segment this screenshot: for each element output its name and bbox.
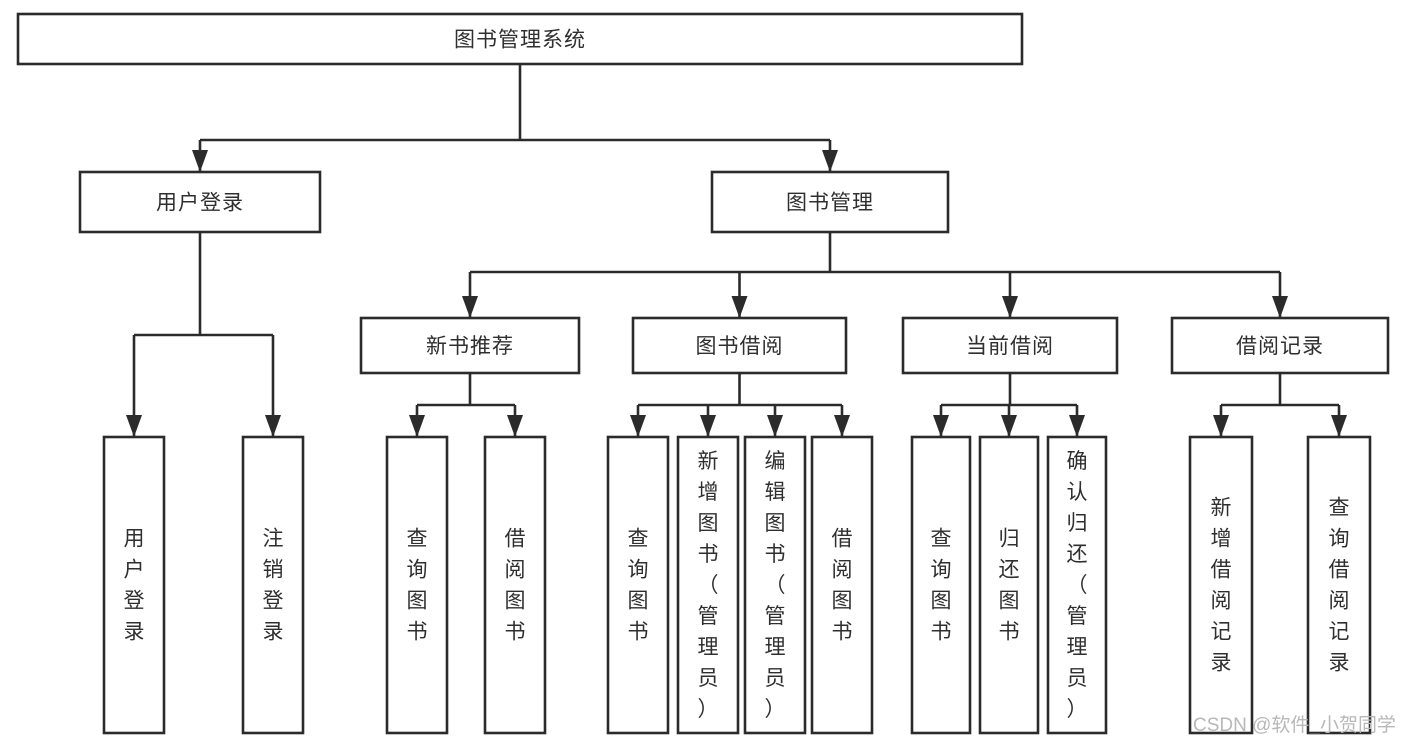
- arrow-head-icon: [731, 296, 748, 318]
- node-box-leaf-borrow-book[interactable]: [810, 435, 874, 735]
- arrow-head-icon: [409, 415, 425, 437]
- node-label-leaf-add-borrow-record: 新增借阅记录: [1211, 496, 1232, 674]
- arrow-head-icon: [933, 415, 949, 437]
- node-current-borrow[interactable]: 当前借阅: [901, 316, 1119, 375]
- node-leaf-return-book[interactable]: 归还图书: [978, 435, 1040, 735]
- node-box-borrow-records[interactable]: [1170, 316, 1390, 375]
- arrow-head-icon: [462, 296, 478, 318]
- node-box-leaf-add-book-admin[interactable]: [676, 435, 740, 735]
- node-user-login[interactable]: 用户登录: [78, 170, 322, 234]
- arrow-head-icon: [1331, 415, 1347, 437]
- node-leaf-query-book-current[interactable]: 查询图书: [910, 435, 972, 735]
- node-label-borrow-records: 借阅记录: [1236, 335, 1324, 358]
- arrow-head-icon: [822, 150, 838, 172]
- node-borrow-records[interactable]: 借阅记录: [1170, 316, 1390, 375]
- node-label-user-login: 用户登录: [156, 192, 244, 215]
- node-leaf-logout-login[interactable]: 注销登录: [241, 435, 305, 735]
- node-leaf-query-book-recommend[interactable]: 查询图书: [385, 435, 449, 735]
- node-root[interactable]: 图书管理系统: [16, 12, 1024, 66]
- node-book-borrow[interactable]: 图书借阅: [631, 316, 848, 375]
- arrow-head-icon: [700, 415, 716, 437]
- node-box-leaf-query-book-borrow[interactable]: [606, 435, 670, 735]
- arrow-head-icon: [834, 415, 850, 437]
- node-leaf-confirm-return-admin[interactable]: 确认归还（管理员）: [1046, 435, 1108, 735]
- node-label-current-borrow: 当前借阅: [966, 335, 1054, 358]
- node-box-leaf-logout-login[interactable]: [241, 435, 305, 735]
- node-leaf-user-login[interactable]: 用户登录: [102, 435, 166, 735]
- arrow-head-icon: [767, 415, 783, 437]
- arrow-head-icon: [1213, 415, 1229, 437]
- node-label-leaf-query-book-borrow: 查询图书: [628, 527, 649, 643]
- node-leaf-add-borrow-record[interactable]: 新增借阅记录: [1188, 435, 1254, 735]
- arrow-head-icon: [1272, 296, 1288, 318]
- node-box-leaf-query-book-current[interactable]: [910, 435, 972, 735]
- node-label-leaf-borrow-book: 借阅图书: [832, 527, 853, 643]
- node-box-leaf-borrow-book-recommend[interactable]: [483, 435, 547, 735]
- node-box-book-borrow[interactable]: [631, 316, 848, 375]
- node-label-book-management: 图书管理: [786, 192, 874, 215]
- arrow-head-icon: [265, 415, 281, 437]
- node-box-leaf-edit-book-admin[interactable]: [743, 435, 807, 735]
- arrow-head-icon: [1002, 296, 1018, 318]
- node-leaf-borrow-book-recommend[interactable]: 借阅图书: [483, 435, 547, 735]
- node-label-leaf-query-borrow-record: 查询借阅记录: [1329, 496, 1350, 674]
- node-leaf-edit-book-admin[interactable]: 编辑图书（管理员）: [743, 435, 807, 735]
- node-box-leaf-query-book-recommend[interactable]: [385, 435, 449, 735]
- node-label-leaf-add-book-admin: 新增图书（管理员）: [698, 450, 719, 721]
- arrow-head-icon: [192, 150, 208, 172]
- connector-layer: [126, 64, 1347, 437]
- node-label-leaf-user-login: 用户登录: [124, 527, 145, 643]
- node-new-book-recommend[interactable]: 新书推荐: [359, 316, 581, 375]
- node-label-book-borrow: 图书借阅: [696, 335, 784, 358]
- node-leaf-query-book-borrow[interactable]: 查询图书: [606, 435, 670, 735]
- node-layer: 图书管理系统用户登录图书管理新书推荐图书借阅当前借阅借阅记录用户登录注销登录查询…: [16, 12, 1390, 735]
- node-box-root[interactable]: [16, 12, 1024, 66]
- node-leaf-query-borrow-record[interactable]: 查询借阅记录: [1306, 435, 1372, 735]
- node-box-current-borrow[interactable]: [901, 316, 1119, 375]
- node-box-leaf-confirm-return-admin[interactable]: [1046, 435, 1108, 735]
- node-label-leaf-confirm-return-admin: 确认归还（管理员）: [1067, 450, 1088, 721]
- node-book-management[interactable]: 图书管理: [710, 170, 950, 234]
- node-label-leaf-return-book: 归还图书: [999, 527, 1020, 643]
- node-leaf-borrow-book[interactable]: 借阅图书: [810, 435, 874, 735]
- node-label-leaf-edit-book-admin: 编辑图书（管理员）: [765, 450, 786, 721]
- node-label-root: 图书管理系统: [454, 29, 586, 52]
- node-box-leaf-return-book[interactable]: [978, 435, 1040, 735]
- arrow-head-icon: [1069, 415, 1085, 437]
- node-box-user-login[interactable]: [78, 170, 322, 234]
- arrow-head-icon: [507, 415, 523, 437]
- node-label-leaf-query-book-current: 查询图书: [931, 527, 952, 643]
- node-leaf-add-book-admin[interactable]: 新增图书（管理员）: [676, 435, 740, 735]
- node-box-leaf-query-borrow-record[interactable]: [1306, 435, 1372, 735]
- node-box-book-management[interactable]: [710, 170, 950, 234]
- node-box-leaf-user-login[interactable]: [102, 435, 166, 735]
- node-label-leaf-logout-login: 注销登录: [263, 527, 284, 643]
- node-label-new-book-recommend: 新书推荐: [426, 335, 514, 358]
- node-label-leaf-query-book-recommend: 查询图书: [407, 527, 428, 643]
- arrow-head-icon: [630, 415, 646, 437]
- arrow-head-icon: [1001, 415, 1017, 437]
- node-label-leaf-borrow-book-recommend: 借阅图书: [505, 527, 526, 643]
- node-box-new-book-recommend[interactable]: [359, 316, 581, 375]
- csdn-watermark: CSDN @软件_小贺同学: [1193, 714, 1396, 736]
- node-box-leaf-add-borrow-record[interactable]: [1188, 435, 1254, 735]
- arrow-head-icon: [126, 415, 142, 437]
